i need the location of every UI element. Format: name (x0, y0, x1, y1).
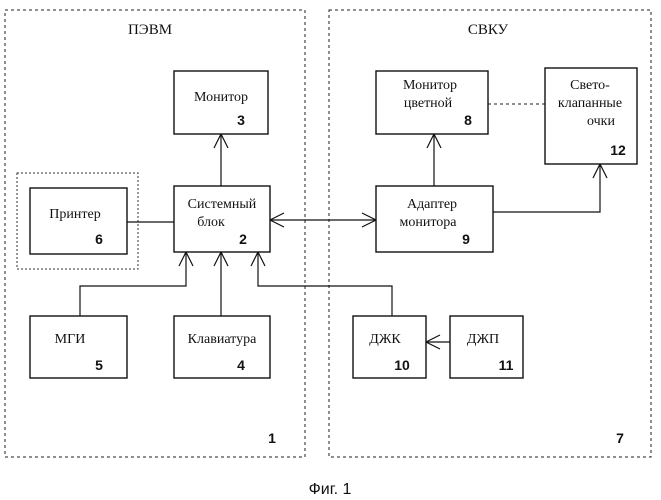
link-adapter-glasses (493, 164, 600, 212)
block-monitor-adapter-label-1: Адаптер (407, 197, 457, 212)
block-color-monitor-number: 8 (464, 112, 472, 128)
block-monitor-adapter-number: 9 (462, 231, 470, 247)
block-system-unit-label-2: блок (197, 215, 225, 230)
connections (80, 104, 607, 349)
link-mgi-system (80, 252, 186, 316)
block-keyboard-label: Клавиатура (188, 332, 257, 347)
block-djp-number: 11 (499, 357, 514, 373)
svku-group-label: СВКУ (468, 22, 509, 38)
block-printer-label: Принтер (49, 207, 100, 222)
block-system-unit: Системный блок 2 (174, 186, 270, 252)
link-djk-system (258, 252, 392, 316)
pevm-group-label: ПЭВМ (128, 22, 172, 38)
block-color-monitor-label-1: Монитор (403, 78, 457, 93)
block-printer-number: 6 (95, 231, 103, 247)
figure-caption: Фиг. 1 (309, 481, 352, 498)
block-glasses: Свето- клапанные очки 12 (545, 68, 637, 164)
block-monitor-label: Монитор (194, 90, 248, 105)
block-color-monitor: Монитор цветной 8 (376, 71, 488, 134)
svku-group-number: 7 (616, 430, 624, 446)
block-djp-label: ДЖП (467, 332, 499, 347)
block-keyboard-number: 4 (237, 357, 245, 373)
block-djk-number: 10 (394, 357, 410, 373)
block-djp: ДЖП 11 (450, 316, 523, 378)
pevm-group-number: 1 (268, 430, 276, 446)
block-monitor-adapter-label-2: монитора (400, 215, 458, 230)
block-system-unit-label-1: Системный (188, 197, 257, 212)
block-monitor-adapter: Адаптер монитора 9 (376, 186, 493, 252)
block-system-unit-number: 2 (239, 231, 247, 247)
block-mgi: МГИ 5 (30, 316, 127, 378)
block-mgi-number: 5 (95, 357, 103, 373)
block-color-monitor-label-2: цветной (404, 96, 453, 111)
block-mgi-label: МГИ (55, 332, 86, 347)
block-keyboard: Клавиатура 4 (174, 316, 270, 378)
block-glasses-label-1: Свето- (570, 78, 610, 93)
block-monitor-number: 3 (237, 112, 245, 128)
block-printer: Принтер 6 (30, 188, 127, 254)
block-djk-label: ДЖК (369, 332, 401, 347)
block-glasses-label-3: очки (587, 114, 615, 129)
block-glasses-label-2: клапанные (558, 96, 622, 111)
block-glasses-number: 12 (610, 142, 626, 158)
block-monitor: Монитор 3 (174, 71, 268, 134)
block-djk: ДЖК 10 (353, 316, 426, 378)
